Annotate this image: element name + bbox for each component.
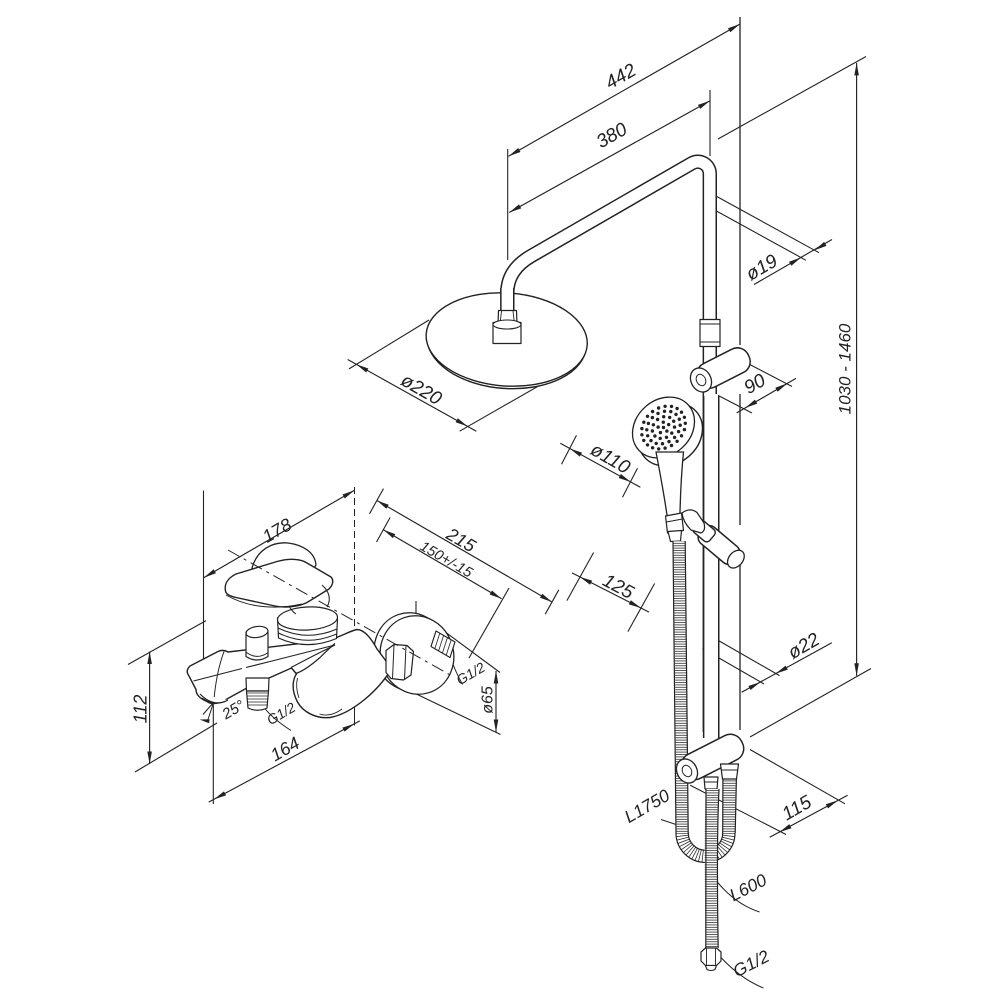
svg-text:1030 - 1460: 1030 - 1460 [836, 323, 855, 414]
svg-text:112: 112 [131, 695, 151, 724]
svg-text:ø65: ø65 [480, 686, 497, 714]
